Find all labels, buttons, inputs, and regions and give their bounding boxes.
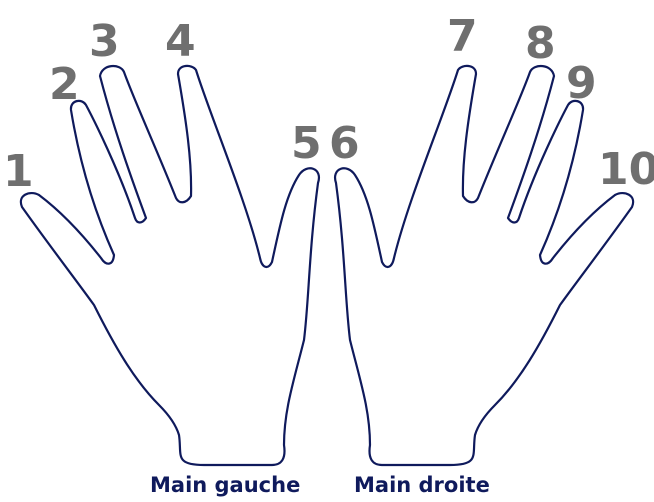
finger-number-4: 4 — [165, 16, 196, 67]
finger-number-10: 10 — [598, 144, 654, 195]
left-hand-label: Main gauche — [150, 473, 301, 497]
finger-number-3: 3 — [89, 16, 120, 67]
right-hand-outline — [333, 64, 635, 467]
finger-number-9: 9 — [566, 58, 597, 109]
left-hand — [19, 64, 321, 467]
finger-number-1: 1 — [3, 146, 34, 197]
right-hand — [333, 64, 635, 467]
finger-number-8: 8 — [525, 18, 556, 69]
finger-number-5: 5 — [291, 118, 322, 169]
finger-number-6: 6 — [329, 118, 360, 169]
right-hand-label: Main droite — [354, 473, 490, 497]
finger-number-2: 2 — [49, 59, 80, 110]
finger-number-7: 7 — [447, 11, 478, 62]
left-hand-outline — [19, 64, 321, 467]
